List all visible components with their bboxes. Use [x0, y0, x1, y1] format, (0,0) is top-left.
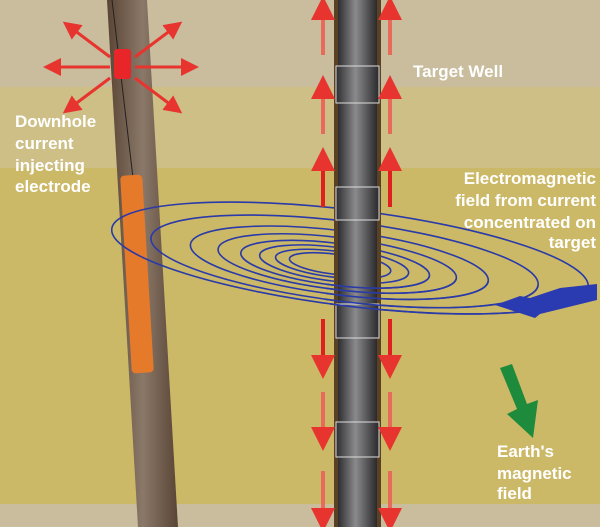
earth-field-label: Earth's magnetic field	[497, 442, 572, 503]
earth-field-label-line: field	[497, 484, 532, 503]
electrode-label: Downhole current injecting electrode	[15, 112, 96, 196]
earth-magnetic-field-arrow	[500, 364, 538, 438]
em-field-label-line: target	[549, 233, 597, 252]
electrode-label-line: Downhole	[15, 112, 96, 131]
em-field-label-line: Electromagnetic	[464, 169, 596, 188]
pipe-joints	[335, 65, 380, 458]
em-field-label: Electromagnetic field from current conce…	[455, 169, 596, 252]
earth-field-label-line: magnetic	[497, 464, 572, 483]
stratum-bottom	[0, 504, 600, 527]
electrode-wire	[111, 0, 134, 179]
em-field-lines-front	[324, 275, 590, 315]
stratum-mid	[0, 87, 600, 168]
induced-current-arrows	[311, 0, 402, 527]
earth-field-label-line: Earth's	[497, 442, 554, 461]
orange-electrode	[120, 174, 154, 374]
current-radiation-arrows	[43, 21, 199, 114]
electrode-label-line: injecting	[15, 156, 85, 175]
field-direction-arrow	[495, 284, 597, 318]
current-source	[114, 49, 131, 79]
em-field-label-line: field from current	[455, 191, 596, 210]
em-field-label-line: concentrated on	[464, 213, 596, 232]
stratum-main	[0, 168, 600, 504]
electrode-label-line: electrode	[15, 177, 91, 196]
target-well-label: Target Well	[413, 62, 503, 81]
stratum-top	[0, 0, 600, 87]
electrode-label-line: current	[15, 134, 74, 153]
